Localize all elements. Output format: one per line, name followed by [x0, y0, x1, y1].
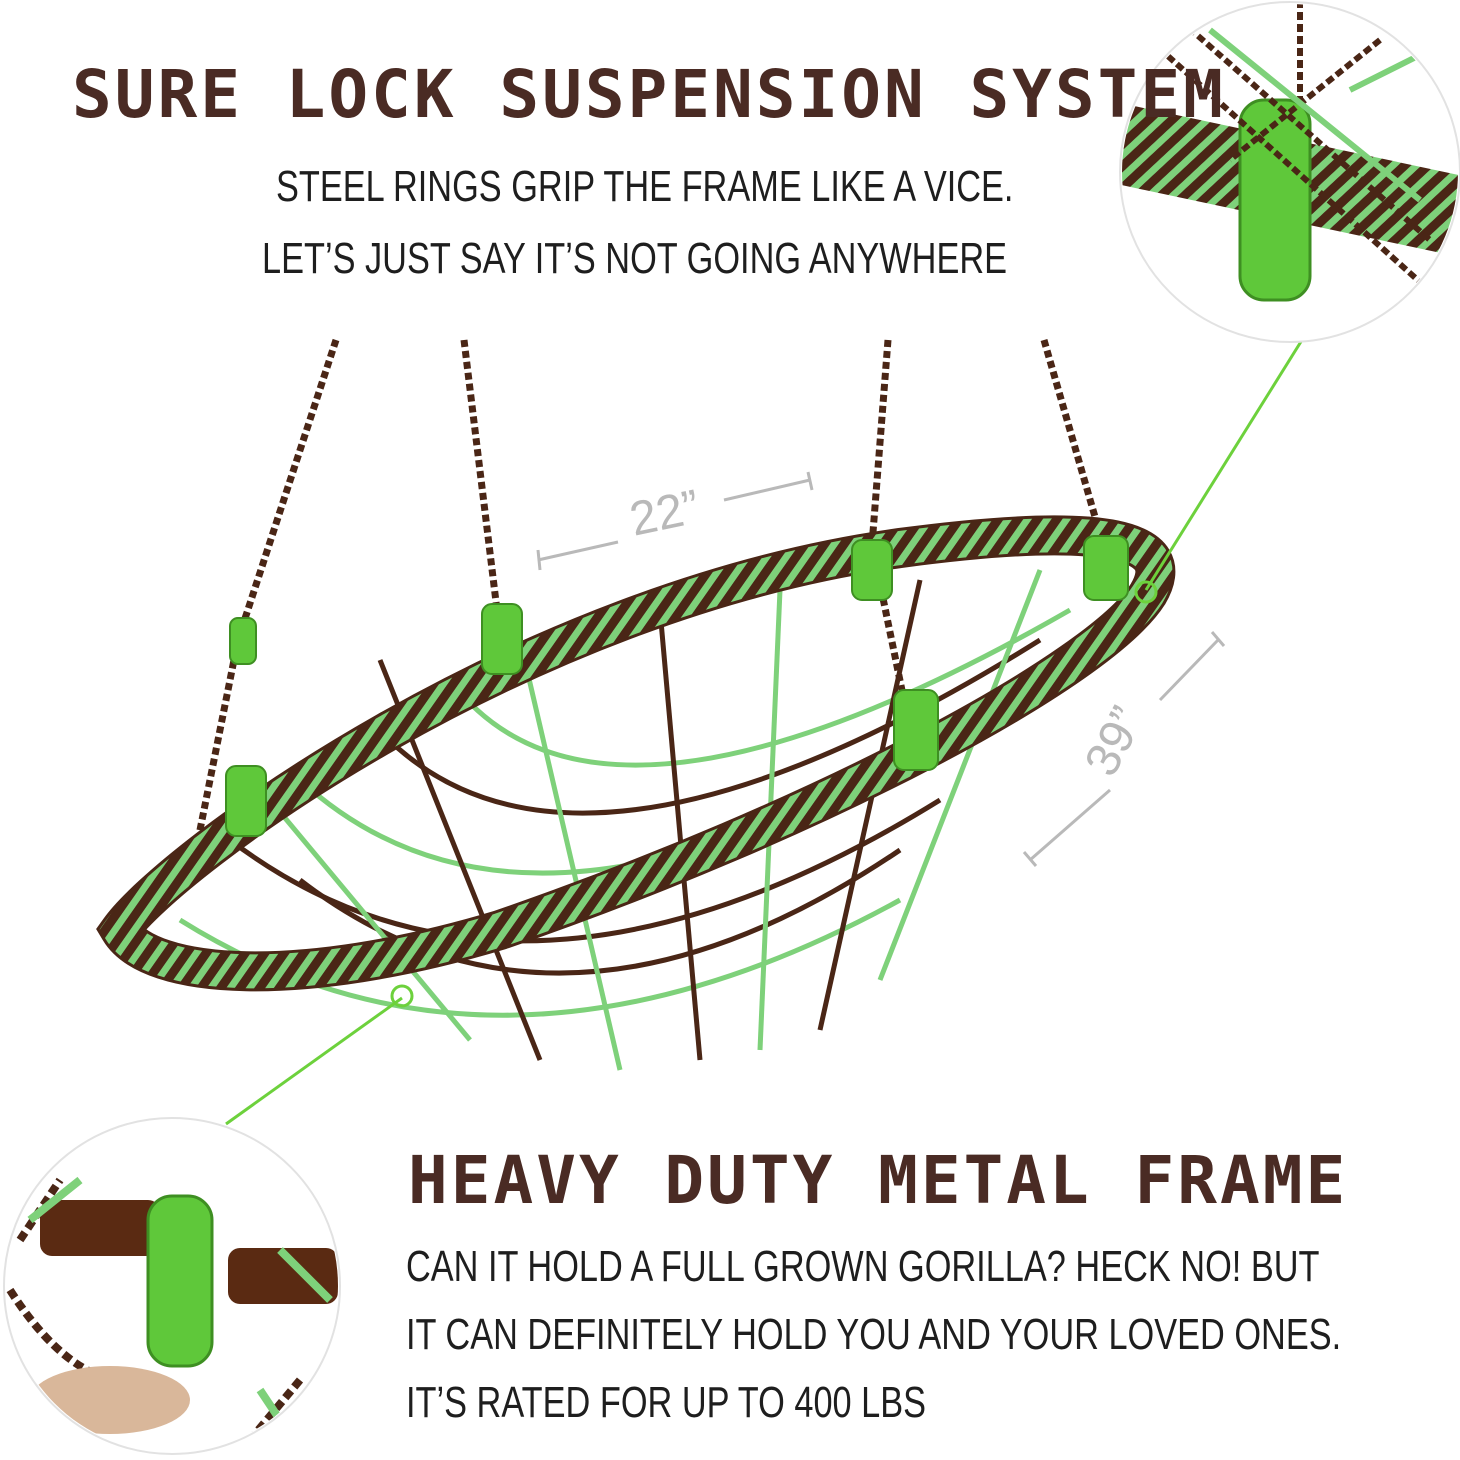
frame-text-line-1: CAN IT HOLD A FULL GROWN GORILLA? HECK N…: [406, 1242, 1320, 1291]
green-clips: [225, 535, 1129, 837]
frame-text-line-2: IT CAN DEFINITELY HOLD YOU AND YOUR LOVE…: [406, 1310, 1342, 1359]
suspension-heading: SURE LOCK SUSPENSION SYSTEM: [72, 56, 1226, 133]
suspension-text-line-2: LET’S JUST SAY IT’S NOT GOING ANYWHERE: [262, 234, 1008, 283]
dimension-lines: [536, 471, 1226, 867]
metal-frame-joint-closeup: [3, 1117, 341, 1455]
swing-frame: [96, 515, 1176, 992]
callout-lines: [225, 339, 1304, 1126]
suspension-clip-closeup: [1119, 1, 1460, 343]
frame-text-line-3: IT’S RATED FOR UP TO 400 LBS: [406, 1378, 927, 1427]
frame-heading: HEAVY DUTY METAL FRAME: [408, 1142, 1349, 1219]
suspension-text-line-1: STEEL RINGS GRIP THE FRAME LIKE A VICE.: [276, 162, 1014, 211]
rope-net: [178, 569, 1072, 1071]
